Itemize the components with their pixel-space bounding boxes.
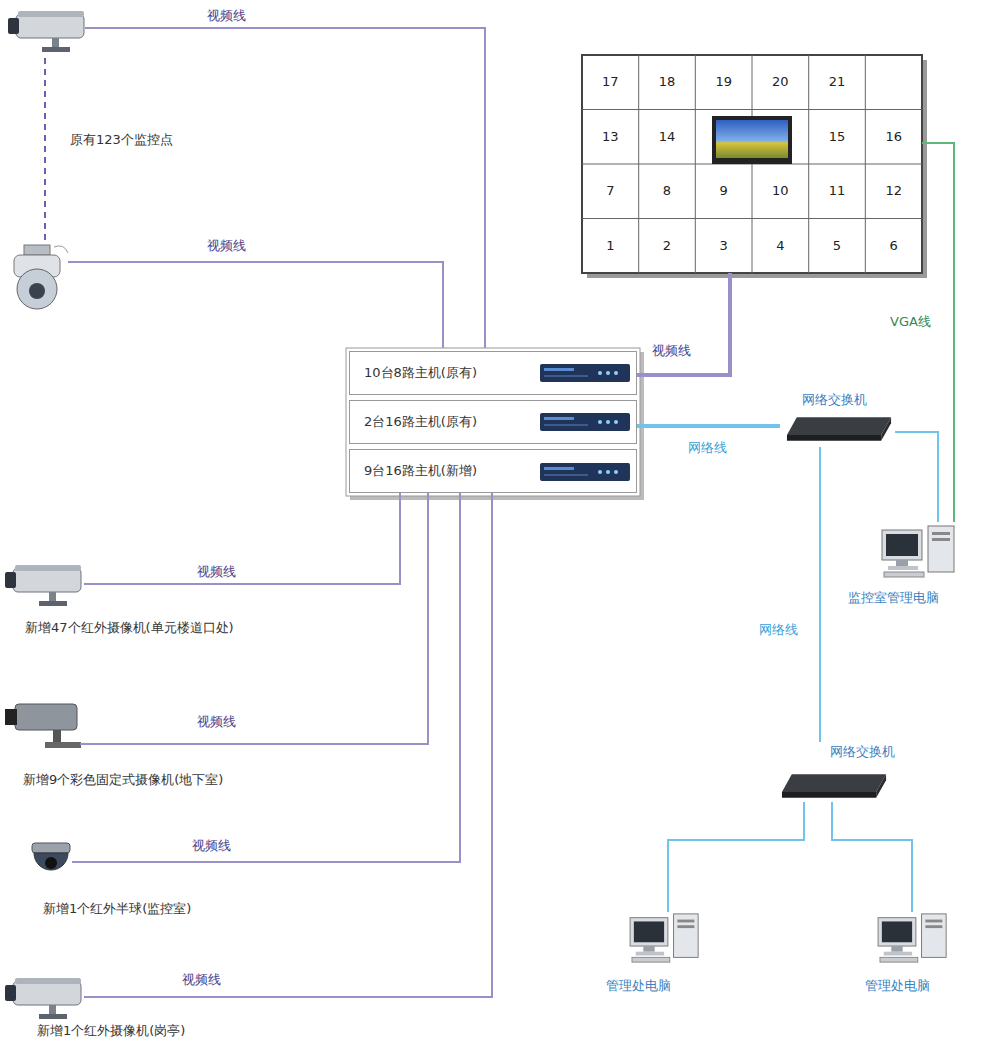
line-label: 网络线 (757, 622, 800, 638)
line-label: 视频线 (180, 972, 223, 988)
camera: 新增1个红外摄像机(岗亭) (5, 975, 185, 1040)
screen-number: 20 (772, 74, 789, 91)
screen-number: 10 (772, 183, 789, 200)
line-label: 原有123个监控点 (68, 132, 175, 148)
device-caption: 监控室管理电脑 (848, 590, 939, 607)
host-label: 2台16路主机(原有) (364, 414, 477, 431)
line-label: 视频线 (205, 238, 248, 254)
screen-number: 18 (659, 74, 676, 91)
screen-number: 17 (602, 74, 619, 91)
screen-number: 7 (606, 183, 614, 200)
video-wall: 171819202113141516789101112123456 (582, 55, 922, 273)
screen-number: 2 (663, 237, 671, 254)
icon-space (28, 845, 191, 901)
line-label: 视频线 (190, 838, 233, 854)
screen-number: 6 (890, 237, 898, 254)
camera-caption: 新增9个彩色固定式摄像机(地下室) (5, 772, 223, 789)
screen-number: 12 (885, 183, 902, 200)
screen-number: 13 (602, 128, 619, 145)
line-label: 视频线 (205, 8, 248, 24)
line-label: 视频线 (650, 343, 693, 359)
connector (832, 802, 912, 912)
line-label: VGA线 (888, 314, 933, 330)
icon-space (5, 700, 223, 772)
host-box: 2台16路主机(原有) (349, 400, 637, 444)
screen-number: 15 (829, 128, 846, 145)
device-caption: 网络交换机 (830, 744, 895, 761)
screen-number: 5 (833, 237, 841, 254)
pc: 管理处电脑 (860, 912, 970, 997)
screen-number: 14 (659, 128, 676, 145)
device-caption: 管理处电脑 (865, 978, 930, 995)
screen-number: 16 (885, 128, 902, 145)
screen-number: 1 (606, 237, 614, 254)
connector (84, 493, 492, 997)
screen-number: 4 (776, 237, 784, 254)
screen-number: 3 (720, 237, 728, 254)
screen-number: 9 (720, 183, 728, 200)
connector (819, 447, 821, 742)
host-label: 10台8路主机(原有) (364, 365, 477, 382)
screen-number: 21 (829, 74, 846, 91)
monitor-pc: 监控室管理电脑 (848, 522, 970, 610)
connector (637, 273, 730, 375)
host-box: 9台16路主机(新增) (349, 449, 637, 493)
network-switch: 网络交换机 (780, 392, 895, 447)
line-label: 视频线 (195, 714, 238, 730)
host-box: 10台8路主机(原有) (349, 351, 637, 395)
line-label: 视频线 (195, 564, 238, 580)
screen-number: 11 (829, 183, 846, 200)
camera-caption: 新增1个红外半球(监控室) (28, 901, 191, 918)
connector (668, 802, 804, 912)
screen-number: 19 (715, 74, 732, 91)
camera: 新增9个彩色固定式摄像机(地下室) (5, 700, 223, 789)
screen-number: 8 (663, 183, 671, 200)
device-caption: 网络交换机 (802, 392, 867, 409)
camera-caption: 新增1个红外摄像机(岗亭) (5, 1023, 185, 1040)
network-switch: 网络交换机 (780, 742, 901, 802)
icon-space (5, 975, 185, 1023)
connector (922, 143, 954, 522)
camera: 新增1个红外半球(监控室) (28, 845, 191, 918)
device-caption: 管理处电脑 (606, 978, 671, 995)
pc: 管理处电脑 (600, 912, 700, 997)
connector (80, 493, 428, 744)
connector (637, 424, 780, 428)
line-label: 网络线 (686, 440, 729, 456)
connector (72, 493, 460, 862)
host-label: 9台16路主机(新增) (364, 463, 477, 480)
connector (895, 432, 938, 522)
camera-caption: 新增47个红外摄像机(单元楼道口处) (5, 620, 234, 637)
connector (84, 493, 400, 584)
